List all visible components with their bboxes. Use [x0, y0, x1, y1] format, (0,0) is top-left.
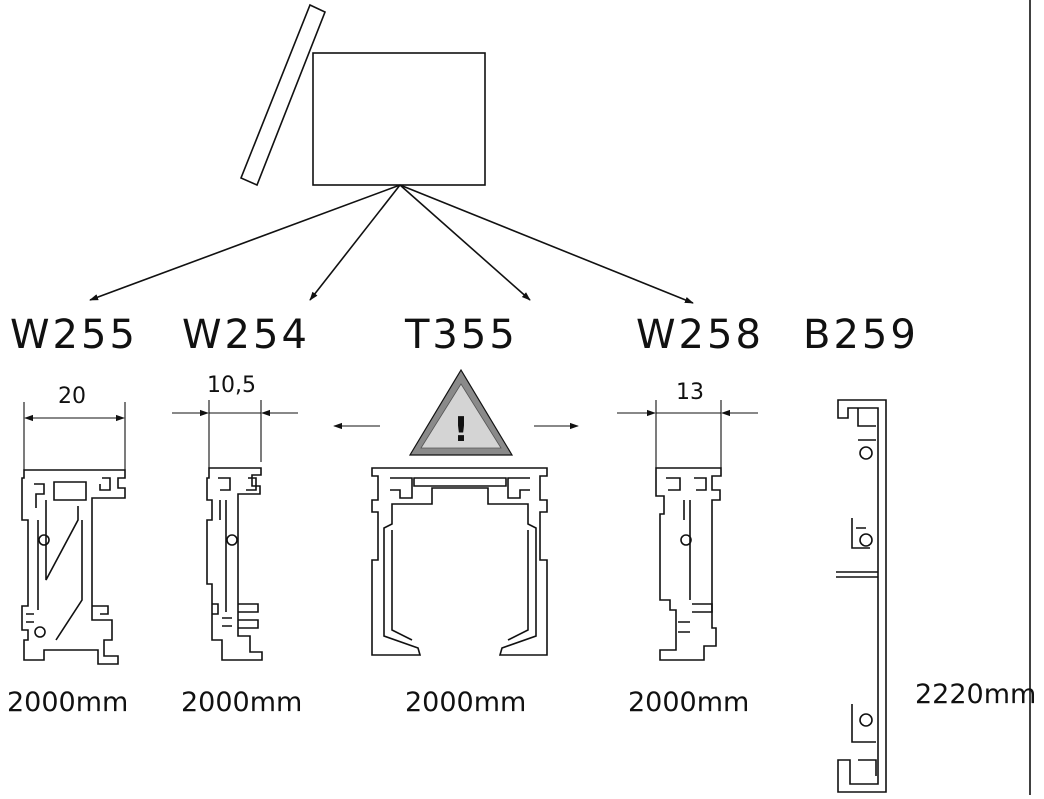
dimension-w255: 20 — [23, 384, 126, 470]
dimension-value-w254: 10,5 — [207, 373, 256, 398]
profile-code-t355: T355 — [404, 312, 518, 358]
distribution-arrows — [89, 184, 694, 304]
arrow-to-t355 — [399, 184, 531, 301]
warning-symbol: ! — [333, 368, 579, 456]
profile-length-w255: 2000mm — [7, 687, 128, 718]
warning-triangle-inner — [420, 383, 502, 449]
profile-section-w254 — [206, 467, 263, 661]
profile-section-t355 — [371, 467, 548, 656]
profile-section-b259 — [836, 399, 887, 793]
profile-length-t355: 2000mm — [405, 687, 526, 718]
profile-length-w258: 2000mm — [628, 687, 749, 718]
box-lid — [239, 3, 327, 187]
arrow-to-w258 — [399, 184, 694, 304]
profile-code-w254: W254 — [182, 312, 310, 358]
profile-section-w255 — [21, 469, 126, 665]
profile-code-b259: B259 — [803, 312, 919, 358]
dimension-w258: 13 — [617, 380, 758, 468]
box-body — [312, 52, 486, 186]
profile-length-w254: 2000mm — [181, 687, 302, 718]
dimension-w254: 10,5 — [172, 373, 298, 468]
profile-code-w258: W258 — [636, 312, 764, 358]
dimension-value-w255: 20 — [58, 384, 86, 409]
arrow-to-w254 — [309, 184, 401, 301]
warning-exclamation: ! — [453, 410, 469, 450]
profile-section-w258 — [655, 467, 722, 661]
dimension-value-w258: 13 — [676, 380, 704, 405]
box-illustration — [239, 3, 486, 187]
profile-length-b259: 2220mm — [915, 679, 1036, 710]
profile-code-w255: W255 — [10, 312, 138, 358]
arrow-to-w255 — [89, 184, 401, 301]
